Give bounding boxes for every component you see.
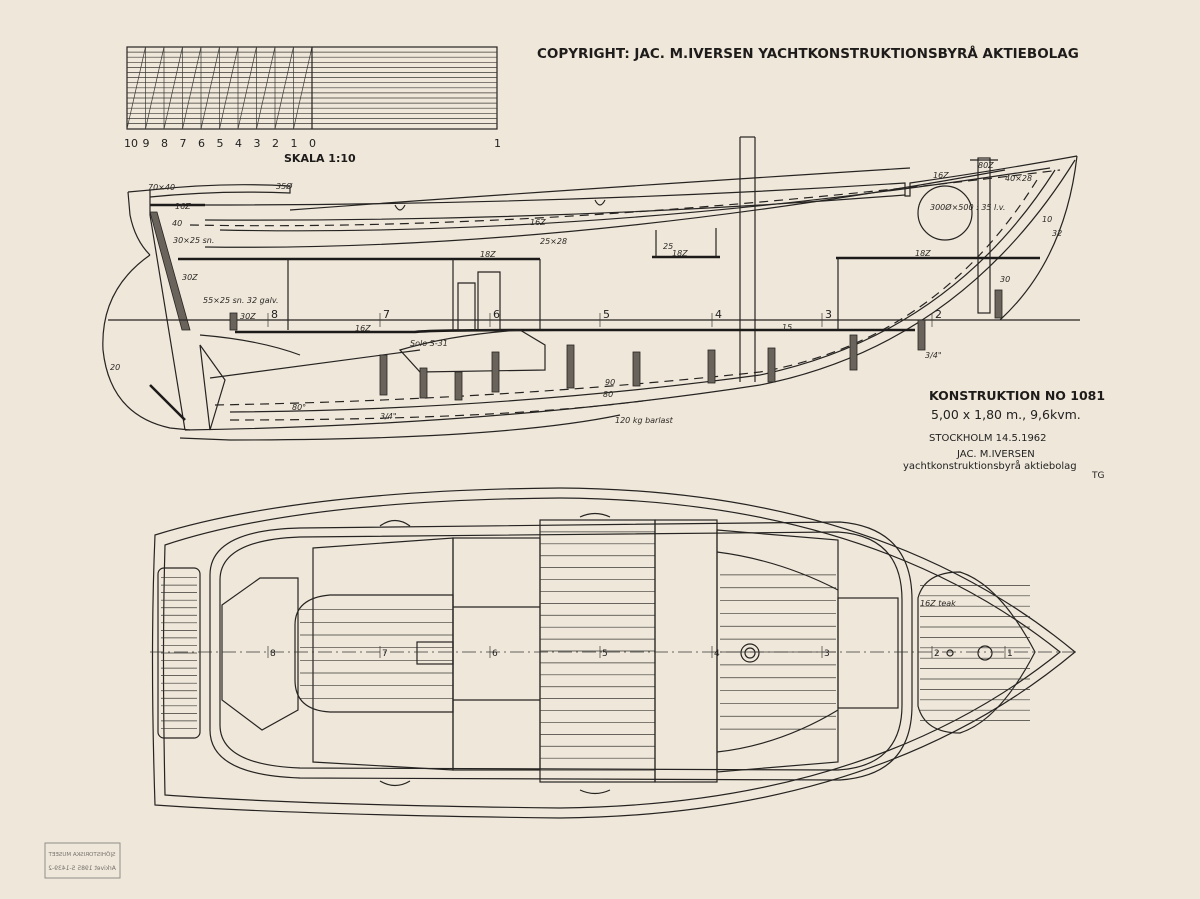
stamp-line2: Arkivet 1985 S-1439-2 xyxy=(48,865,116,872)
label-floor-aft: 30Z xyxy=(240,312,256,321)
company: yachtkonstruktionsbyrå aktiebolag xyxy=(903,459,1077,472)
frame-post xyxy=(767,347,776,383)
title-block: KONSTRUKTION NO 1081 5,00 x 1,80 m., 9,6… xyxy=(903,388,1105,481)
label-bitt: 80Z xyxy=(978,161,994,170)
label-prop-angle: 80° xyxy=(292,403,306,412)
plan-station-label: 4 xyxy=(714,649,720,659)
scale-tick: 9 xyxy=(143,137,150,150)
label-stem-10: 10 xyxy=(1042,215,1052,224)
frame-post xyxy=(229,312,238,331)
frame-post xyxy=(849,334,858,371)
scale-end-tick: 1 xyxy=(494,137,501,150)
label-keel: 80 xyxy=(603,390,613,399)
plan-station-label: 2 xyxy=(934,649,940,659)
frame-post xyxy=(707,349,716,384)
scale-tick: 0 xyxy=(309,137,316,150)
label-tank: 300Ø×500 : 35 l.v. xyxy=(930,202,1005,212)
construction-number: KONSTRUKTION NO 1081 xyxy=(929,388,1105,403)
copyright-title: COPYRIGHT: JAC. M.IVERSEN YACHTKONSTRUKT… xyxy=(537,45,1079,62)
label-floor: 16Z xyxy=(355,324,371,333)
scale-tick: 6 xyxy=(198,137,205,150)
designer: JAC. M.IVERSEN xyxy=(956,449,1035,460)
stamp-line1: SJÖHISTORISKA MUSEET xyxy=(48,851,116,858)
label-frame-spacing: 90 xyxy=(605,378,615,387)
plan-station-label: 7 xyxy=(382,649,388,659)
side-station-label: 5 xyxy=(603,308,610,321)
frame-post xyxy=(419,367,428,399)
scale-tick: 7 xyxy=(180,137,187,150)
plan-station-label: 1 xyxy=(1007,649,1013,659)
side-station-label: 4 xyxy=(715,308,722,321)
frame-post xyxy=(454,371,463,401)
label-tiller-end: 35Ø xyxy=(276,181,293,191)
side-station-label: 8 xyxy=(271,308,278,321)
label-tiller: 70×40 xyxy=(148,183,175,192)
label-keelson: 3/4" xyxy=(380,412,397,421)
label-stem-32: 32 xyxy=(1052,229,1062,238)
label-keelson-fwd: 3/4" xyxy=(925,351,942,360)
frame-post xyxy=(491,351,500,393)
label-frame: 30 xyxy=(1000,275,1010,284)
scale-tick: 2 xyxy=(272,137,279,150)
scale-tick: 3 xyxy=(254,137,261,150)
label-engine: Solo S-31 xyxy=(410,339,448,348)
label-foredeck: 16Z xyxy=(933,171,949,180)
label-thwart: 18Z xyxy=(480,250,496,259)
frame-post xyxy=(632,351,641,387)
label-engine-bed: 55×25 sn. 32 galv. xyxy=(203,296,278,305)
label-stern-40: 40 xyxy=(172,219,182,228)
place-date: STOCKHOLM 14.5.1962 xyxy=(929,433,1047,444)
scale-tick: 5 xyxy=(217,137,224,150)
label-transom: 30Z xyxy=(182,273,198,282)
label-stringer: 30×25 sn. xyxy=(173,236,214,245)
plan-station-label: 6 xyxy=(492,649,498,659)
museum-stamp: SJÖHISTORISKA MUSEET Arkivet 1985 S-1439… xyxy=(44,842,121,879)
side-station-label: 6 xyxy=(493,308,500,321)
side-station-label: 2 xyxy=(935,308,942,321)
scale-label: SKALA 1:10 xyxy=(284,152,356,165)
plan-station-label: 3 xyxy=(824,649,830,659)
scale-tick: 1 xyxy=(291,137,298,150)
label-ballast: 120 kg barlast xyxy=(615,416,674,425)
dimensions: 5,00 x 1,80 m., 9,6kvm. xyxy=(931,407,1081,422)
side-station-label: 3 xyxy=(825,308,832,321)
label-deck-aft: 16Z xyxy=(175,202,191,211)
scale-tick: 4 xyxy=(235,137,242,150)
frame-post xyxy=(379,354,388,396)
label-floor-fwd: 15 xyxy=(782,323,792,332)
label-plan-foredeck: 16Z teak xyxy=(920,599,956,608)
label-sheer-strake: 25×28 xyxy=(540,237,567,246)
label-rudder: 20 xyxy=(110,363,120,372)
initials: TG xyxy=(1091,471,1104,481)
label-post: 25 xyxy=(663,242,673,251)
frame-post xyxy=(566,344,575,389)
plan-view: 8 7 6 5 4 3 2 1 16Z teak xyxy=(150,487,1080,819)
scale-tick: 8 xyxy=(161,137,168,150)
scale-tick: 10 xyxy=(124,137,138,150)
frame-post xyxy=(994,289,1003,319)
label-thwart-mid: 18Z xyxy=(672,249,688,258)
label-thwart-fwd: 18Z xyxy=(915,249,931,258)
label-coaming: 16Z xyxy=(530,218,546,227)
side-station-label: 7 xyxy=(383,308,390,321)
plan-station-label: 8 xyxy=(270,649,276,659)
label-deck-beam: 40×28 xyxy=(1005,174,1032,183)
plan-station-label: 5 xyxy=(602,649,608,659)
